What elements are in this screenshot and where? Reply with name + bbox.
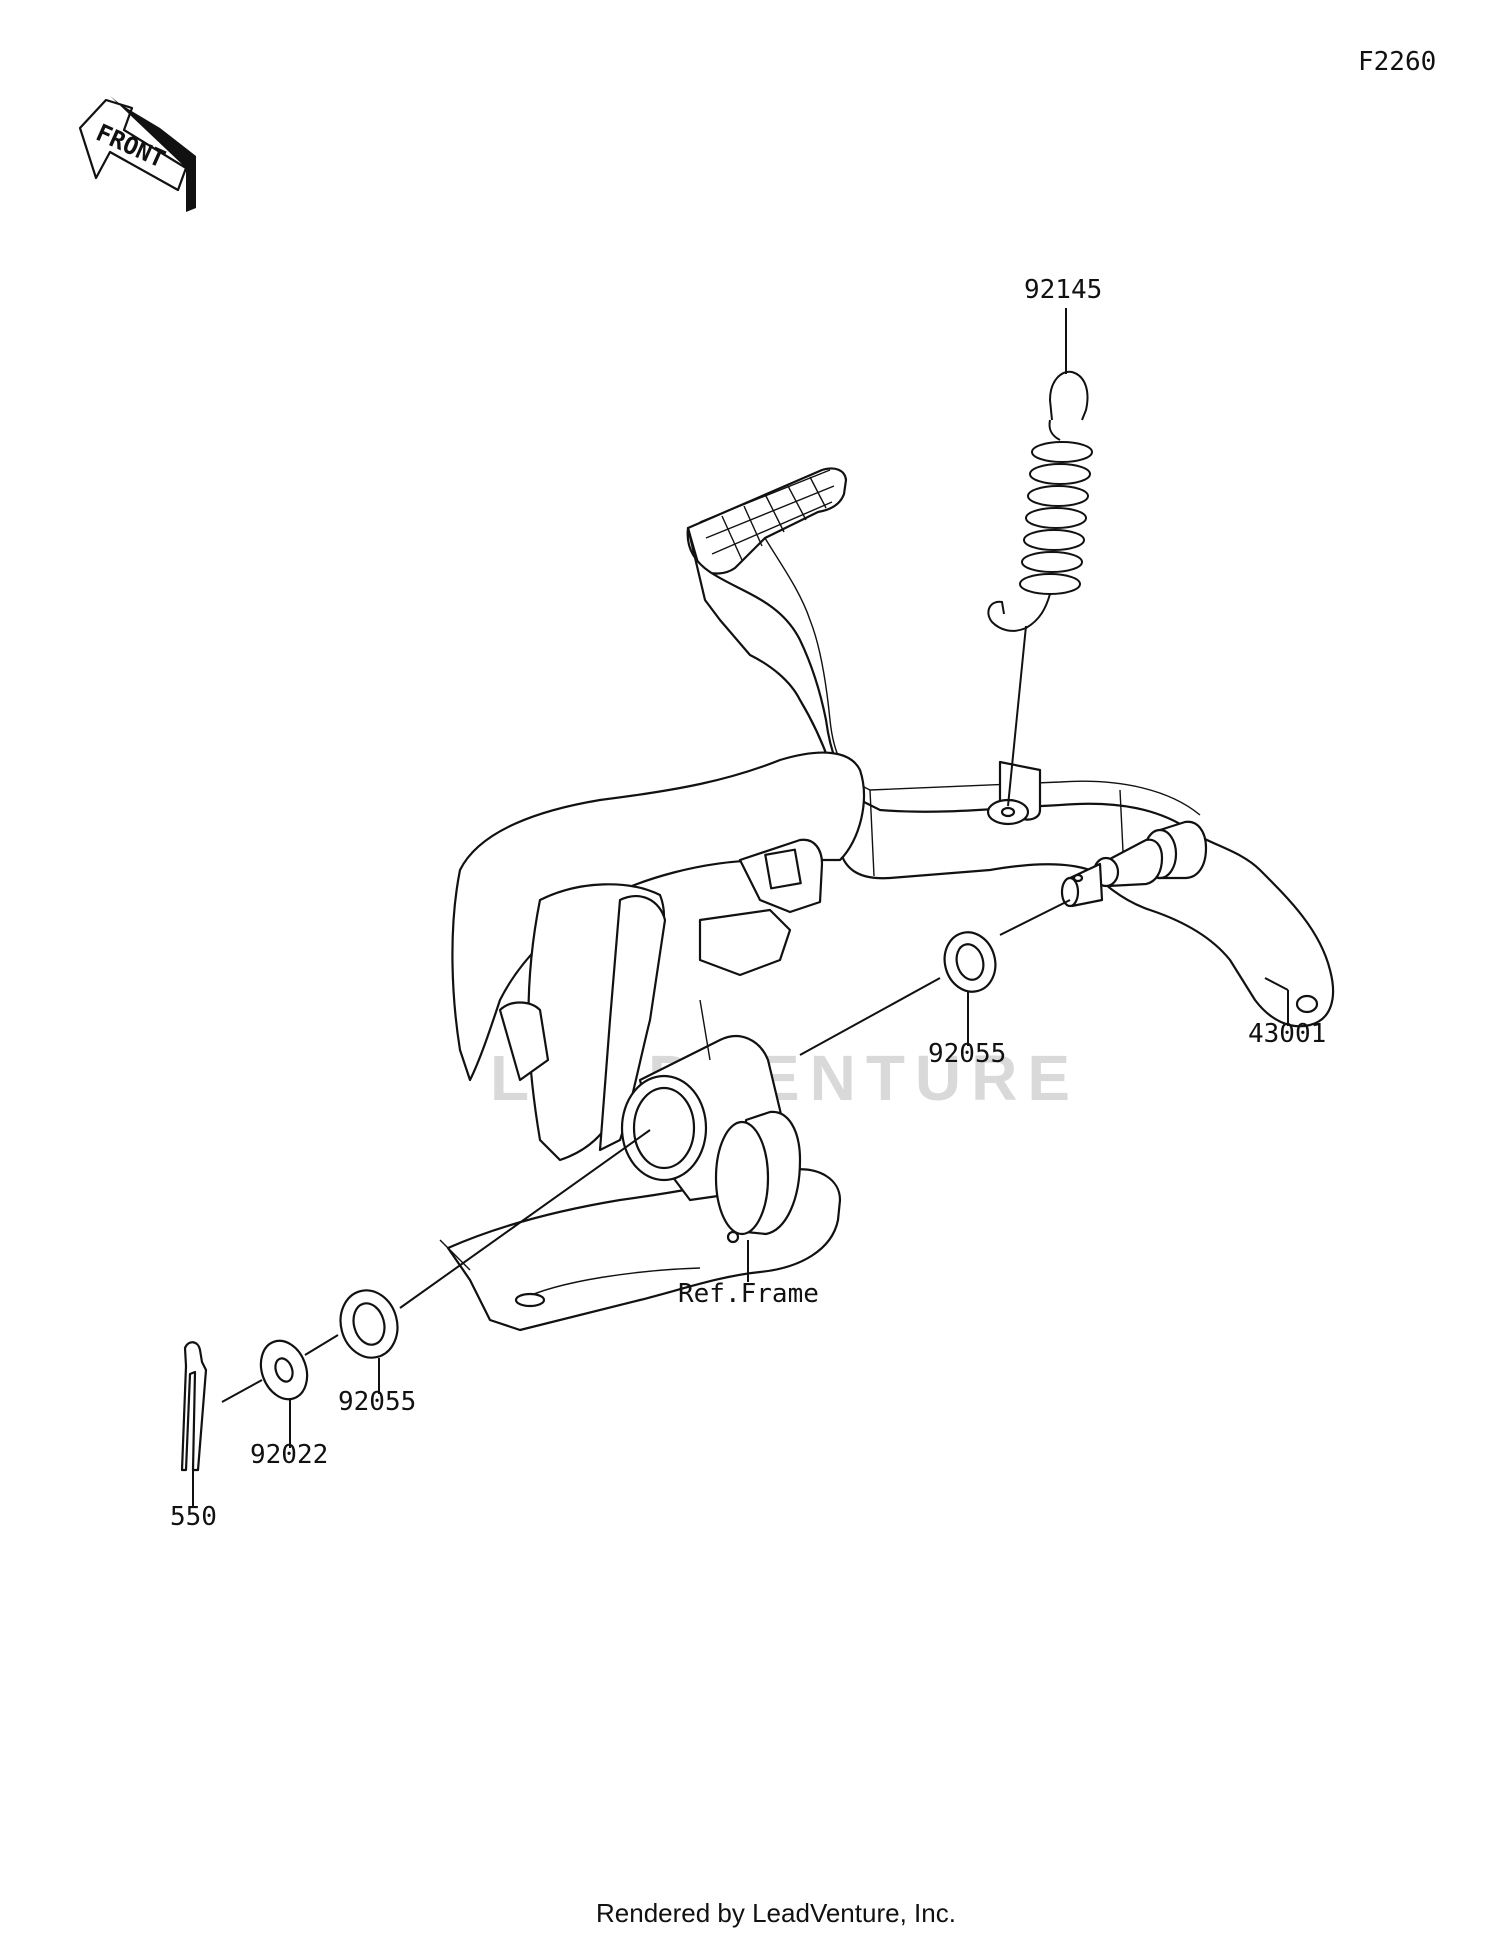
callout-92022: 92022 (250, 1440, 328, 1470)
cotter-pin (180, 1341, 208, 1472)
callout-550: 550 (170, 1502, 217, 1532)
callout-92055-upper: 92055 (928, 1039, 1006, 1069)
callout-ref-frame: Ref.Frame (678, 1279, 819, 1309)
reference-frame (439, 751, 866, 1332)
washer-92055-upper (943, 931, 997, 993)
assembly-lines (221, 899, 1071, 1403)
figure-code: F2260 (1358, 47, 1436, 77)
brake-pedal (686, 467, 1335, 1028)
footer-credit: Rendered by LeadVenture, Inc. (596, 1898, 956, 1928)
washer-92055-lower (339, 1289, 399, 1359)
pedal-tread (699, 469, 835, 561)
leader-lines (192, 308, 1289, 1506)
washer-92022 (259, 1339, 309, 1401)
front-direction-arrow-icon: FRONT (78, 96, 196, 212)
return-spring (987, 370, 1093, 807)
callout-92145: 92145 (1024, 275, 1102, 305)
callout-92055-lower: 92055 (338, 1387, 416, 1417)
callout-43001: 43001 (1248, 1019, 1326, 1049)
